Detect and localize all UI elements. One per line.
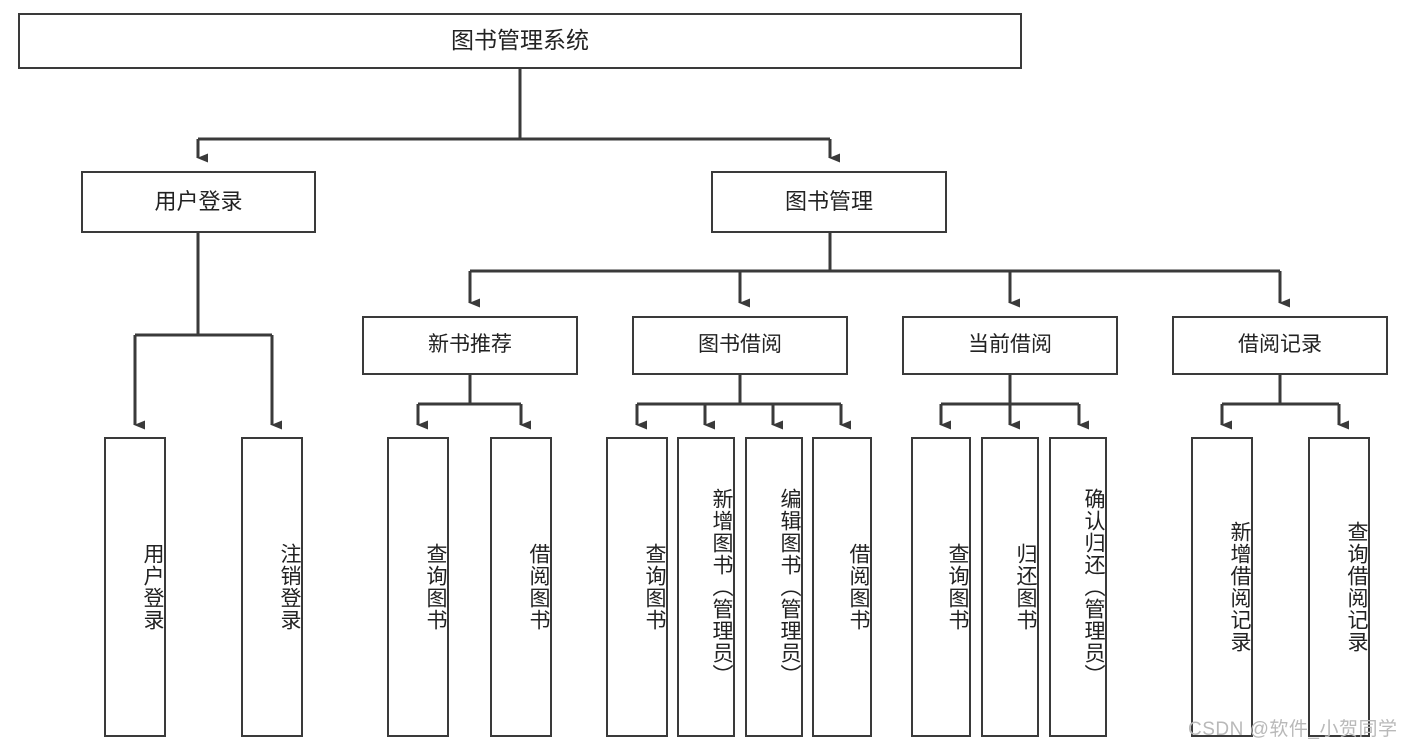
node-book-manage[interactable]: 图书管理 (711, 171, 947, 233)
leaf-confirm-return-admin[interactable]: 确认归还（管理员） (1049, 437, 1107, 737)
leaf-query-borrow-record[interactable]: 查询借阅记录 (1308, 437, 1370, 737)
leaf-label: 借阅图书 (847, 543, 870, 631)
leaf-label: 确认归还（管理员） (1082, 488, 1105, 686)
leaf-label: 查询图书 (946, 543, 969, 631)
leaf-borrow-book-borrow[interactable]: 借阅图书 (812, 437, 872, 737)
edges-bookmanage-to-level3 (468, 233, 1290, 308)
leaf-label: 新增借阅记录 (1228, 521, 1251, 653)
edges-root-to-level2 (196, 69, 840, 163)
edges-newbookrec-to-leaves (416, 375, 531, 430)
leaf-label: 用户登录 (141, 543, 164, 631)
leaf-label: 归还图书 (1014, 543, 1037, 631)
edges-userlogin-to-leaves (133, 233, 282, 430)
node-borrow-record[interactable]: 借阅记录 (1172, 316, 1388, 375)
node-current-borrow[interactable]: 当前借阅 (902, 316, 1118, 375)
csdn-watermark: CSDN @软件_小贺同学 (1188, 719, 1398, 740)
leaf-add-borrow-record[interactable]: 新增借阅记录 (1191, 437, 1253, 737)
edges-bookborrow-to-leaves (635, 375, 851, 430)
leaf-edit-book-admin[interactable]: 编辑图书（管理员） (745, 437, 803, 737)
leaf-label: 查询图书 (643, 543, 666, 631)
leaf-query-book-current[interactable]: 查询图书 (911, 437, 971, 737)
leaf-borrow-book-newrec[interactable]: 借阅图书 (490, 437, 552, 737)
leaf-add-book-admin[interactable]: 新增图书（管理员） (677, 437, 735, 737)
node-new-book-recommend[interactable]: 新书推荐 (362, 316, 578, 375)
leaf-label: 新增图书（管理员） (710, 488, 733, 686)
leaf-label: 查询借阅记录 (1345, 521, 1368, 653)
node-book-borrow[interactable]: 图书借阅 (632, 316, 848, 375)
leaf-query-book-newrec[interactable]: 查询图书 (387, 437, 449, 737)
leaf-return-book[interactable]: 归还图书 (981, 437, 1039, 737)
leaf-logout-login[interactable]: 注销登录 (241, 437, 303, 737)
leaf-label: 借阅图书 (527, 543, 550, 631)
leaf-label: 查询图书 (424, 543, 447, 631)
edges-borrowrecord-to-leaves (1220, 375, 1349, 430)
leaf-label: 编辑图书（管理员） (778, 488, 801, 686)
leaf-label: 注销登录 (278, 543, 301, 631)
node-user-login[interactable]: 用户登录 (81, 171, 316, 233)
leaf-user-login[interactable]: 用户登录 (104, 437, 166, 737)
leaf-query-book-borrow[interactable]: 查询图书 (606, 437, 668, 737)
edges-currentborrow-to-leaves (939, 375, 1089, 430)
node-root-system[interactable]: 图书管理系统 (18, 13, 1022, 69)
